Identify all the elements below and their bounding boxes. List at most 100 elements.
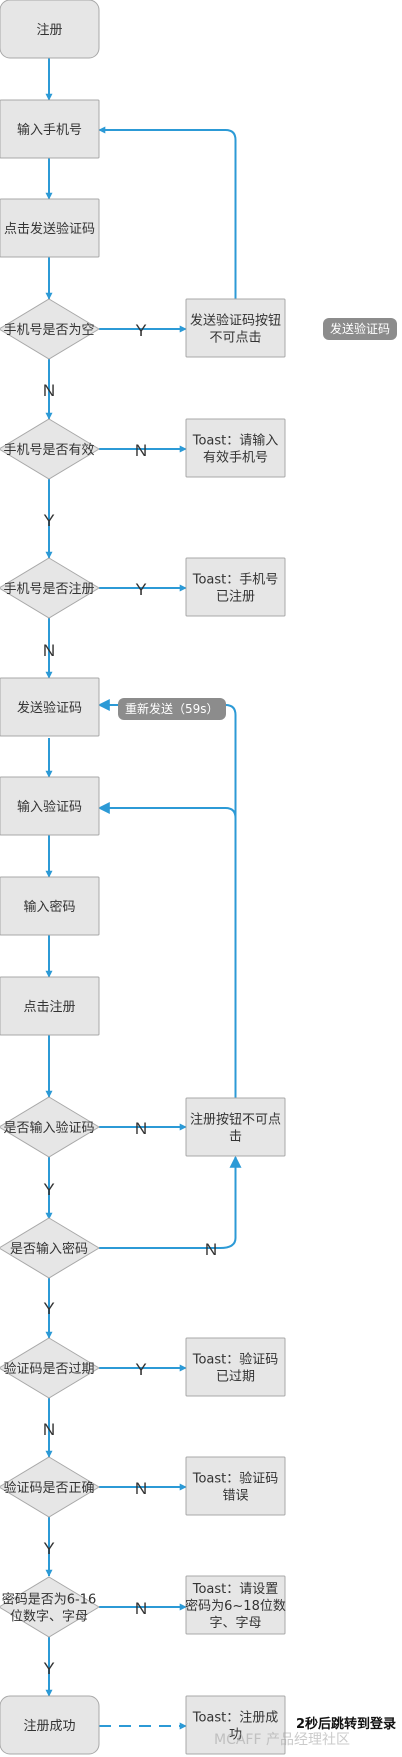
decision-phone-valid: 手机号是否有效: [0, 418, 100, 480]
edge-label-registered-yes: Y: [135, 580, 146, 599]
code-entered-text: 是否输入验证码: [3, 1120, 94, 1136]
edge-label-code-entered-yes: Y: [43, 1180, 54, 1199]
toast-code-expired-box: [185, 1337, 286, 1397]
enter-code-box: [0, 776, 100, 836]
decision-code-correct: 验证码是否正确: [0, 1456, 100, 1518]
send-code-text: 发送验证码: [17, 700, 82, 716]
toast-code-wrong-text-2: 错误: [222, 1489, 248, 1504]
decision-password-rule: 密码是否为6-16 位数字、字母: [0, 1576, 100, 1638]
send-btn-disabled-text-2: 不可点击: [209, 331, 261, 346]
enter-phone-text: 输入手机号: [17, 122, 82, 138]
send-btn-disabled-box: [185, 298, 286, 358]
enter-phone-box: [0, 99, 100, 159]
password-rule-text-1: 密码是否为6-16: [2, 1592, 97, 1608]
enter-password-box: [0, 876, 100, 936]
decision-phone-empty: 手机号是否为空: [0, 298, 100, 360]
phone-empty-diamond: [0, 298, 100, 360]
toast-password-rule-text-1: Toast：请设置: [192, 1582, 279, 1597]
node-enter-password: 输入密码: [0, 876, 100, 936]
code-expired-diamond: [0, 1337, 100, 1399]
toast-code-wrong-box: [185, 1456, 286, 1516]
edge-label-expired-yes: Y: [135, 1360, 146, 1379]
edge-label-valid-no: N: [135, 441, 147, 460]
edge-label-rule-no: N: [135, 1599, 147, 1618]
register-btn-disabled-text-1: 注册按钮不可点: [190, 1113, 281, 1128]
code-correct-diamond: [0, 1456, 100, 1518]
toast-register-success-text-2: 功: [229, 1728, 242, 1743]
edge-disabled-to-enter-code: [97, 802, 237, 1098]
password-rule-diamond: [0, 1576, 100, 1638]
toast-password-rule-text-3: 字、字母: [209, 1616, 261, 1631]
node-click-send-code: 点击发送验证码: [0, 198, 100, 258]
edge-label-code-entered-no: N: [135, 1119, 147, 1138]
toast-code-expired-text-2: 已过期: [216, 1370, 255, 1385]
code-correct-text: 验证码是否正确: [3, 1480, 94, 1496]
register-box: [0, 0, 100, 59]
node-register: 注册: [0, 0, 100, 59]
register-btn-disabled-box: [185, 1097, 286, 1157]
code-entered-diamond: [0, 1096, 100, 1158]
flow-edges: [45, 58, 242, 1730]
node-enter-phone: 输入手机号: [0, 99, 100, 159]
toast-register-success-box: [185, 1695, 286, 1755]
edge-label-empty-yes: Y: [135, 321, 146, 340]
password-rule-text-2: 位数字、字母: [10, 1610, 88, 1625]
send-code-box: [0, 677, 100, 737]
toast-phone-registered-text-2: 已注册: [216, 590, 255, 605]
toast-register-success-text-1: Toast：注册成: [192, 1711, 279, 1726]
toast-invalid-phone-box: [185, 418, 286, 478]
phone-empty-text: 手机号是否为空: [3, 323, 94, 338]
node-send-code: 发送验证码: [0, 677, 100, 737]
phone-registered-diamond: [0, 557, 100, 619]
decision-code-expired: 验证码是否过期: [0, 1337, 100, 1399]
edge-label-empty-no: N: [43, 381, 55, 400]
watermark: MCAFF 产品经理社区: [214, 1732, 350, 1748]
node-enter-code: 输入验证码: [0, 776, 100, 836]
edge-disabled-to-enter-password-branch: [97, 699, 237, 818]
register-text: 注册: [36, 23, 62, 38]
click-send-code-text: 点击发送验证码: [4, 221, 95, 237]
password-entered-text: 是否输入密码: [10, 1241, 88, 1257]
edge-label-expired-no: N: [43, 1420, 55, 1439]
node-register-success: 注册成功: [0, 1695, 100, 1755]
send-code-button-tag: 发送验证码: [323, 318, 398, 340]
enter-code-text: 输入验证码: [17, 799, 82, 815]
register-success-box: [0, 1695, 100, 1755]
redirect-login-note: 2秒后跳转到登录: [296, 1717, 397, 1732]
edge-label-password-entered-yes: Y: [43, 1299, 54, 1318]
resend-countdown-tag: 重新发送（59s）: [118, 698, 226, 720]
node-click-register: 点击注册: [0, 976, 100, 1036]
edge-password-entered-no: [99, 1155, 242, 1249]
edge-label-correct-yes: Y: [43, 1539, 54, 1558]
edge-disabled-back-to-enter-phone: [98, 126, 237, 299]
toast-phone-registered-box: [185, 557, 286, 617]
toast-password-rule-box: [185, 1575, 286, 1635]
edge-label-registered-no: N: [43, 641, 55, 660]
toast-invalid-phone-text-2: 有效手机号: [203, 451, 268, 466]
click-register-box: [0, 976, 100, 1036]
toast-code-expired-text-1: Toast：验证码: [192, 1352, 279, 1368]
toast-password-rule-text-2: 密码为6~18位数: [185, 1598, 286, 1614]
edge-label-valid-yes: Y: [43, 511, 54, 530]
decision-password-entered: 是否输入密码: [0, 1217, 100, 1279]
phone-valid-text: 手机号是否有效: [3, 443, 94, 458]
edge-label-password-entered-no: N: [205, 1240, 217, 1259]
password-entered-diamond: [0, 1217, 100, 1279]
edge-label-rule-yes: Y: [43, 1659, 54, 1678]
phone-valid-diamond: [0, 418, 100, 480]
toast-invalid-phone-text-1: Toast：请输入: [192, 433, 279, 449]
node-toast-register-success: Toast：注册成功: [185, 1695, 286, 1755]
click-register-text: 点击注册: [23, 1000, 75, 1015]
decision-code-entered: 是否输入验证码: [0, 1096, 100, 1158]
register-btn-disabled-text-2: 击: [229, 1130, 242, 1145]
toast-code-wrong-text-1: Toast：验证码: [192, 1471, 279, 1487]
